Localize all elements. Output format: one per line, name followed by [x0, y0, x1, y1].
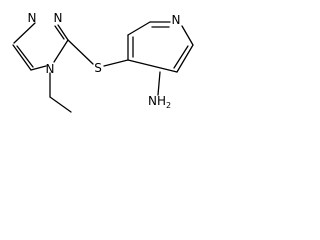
atom-triazole-n1: N: [28, 11, 37, 25]
bond-c2-c3: [176, 44, 194, 73]
amine-subscript: 2: [166, 101, 171, 110]
amine-label: NH: [148, 94, 166, 108]
bond-c3-s: [67, 39, 94, 65]
bond-methyl-end: [49, 96, 72, 113]
bond-c3-n2-double: [54, 25, 65, 40]
bond-s-c4: [103, 59, 129, 67]
atom-triazole-n4: N: [46, 62, 55, 76]
bond-n1-n2: [13, 22, 36, 44]
bond-n1-c5: [12, 44, 32, 71]
bond-c3-c4: [127, 59, 178, 73]
atom-sulfur: S: [94, 61, 102, 75]
atom-triazole-n2: N: [54, 11, 63, 25]
bond-c5-c6: [127, 21, 151, 36]
bond-c3-n2: [57, 24, 69, 41]
atom-amine: NH2: [148, 94, 171, 110]
bond-c3-nh2: [157, 71, 161, 96]
bond-c2-c3-double: [173, 45, 189, 69]
bond-n4-c3: [53, 39, 69, 63]
bond-c5-n4: [30, 65, 47, 71]
atom-pyridine-n: N: [172, 13, 181, 27]
bond-n1-c2: [181, 25, 194, 46]
bond-n1-c5-double: [16, 45, 34, 68]
chemical-structure-diagram: N N N S N NH2: [12, 11, 194, 113]
